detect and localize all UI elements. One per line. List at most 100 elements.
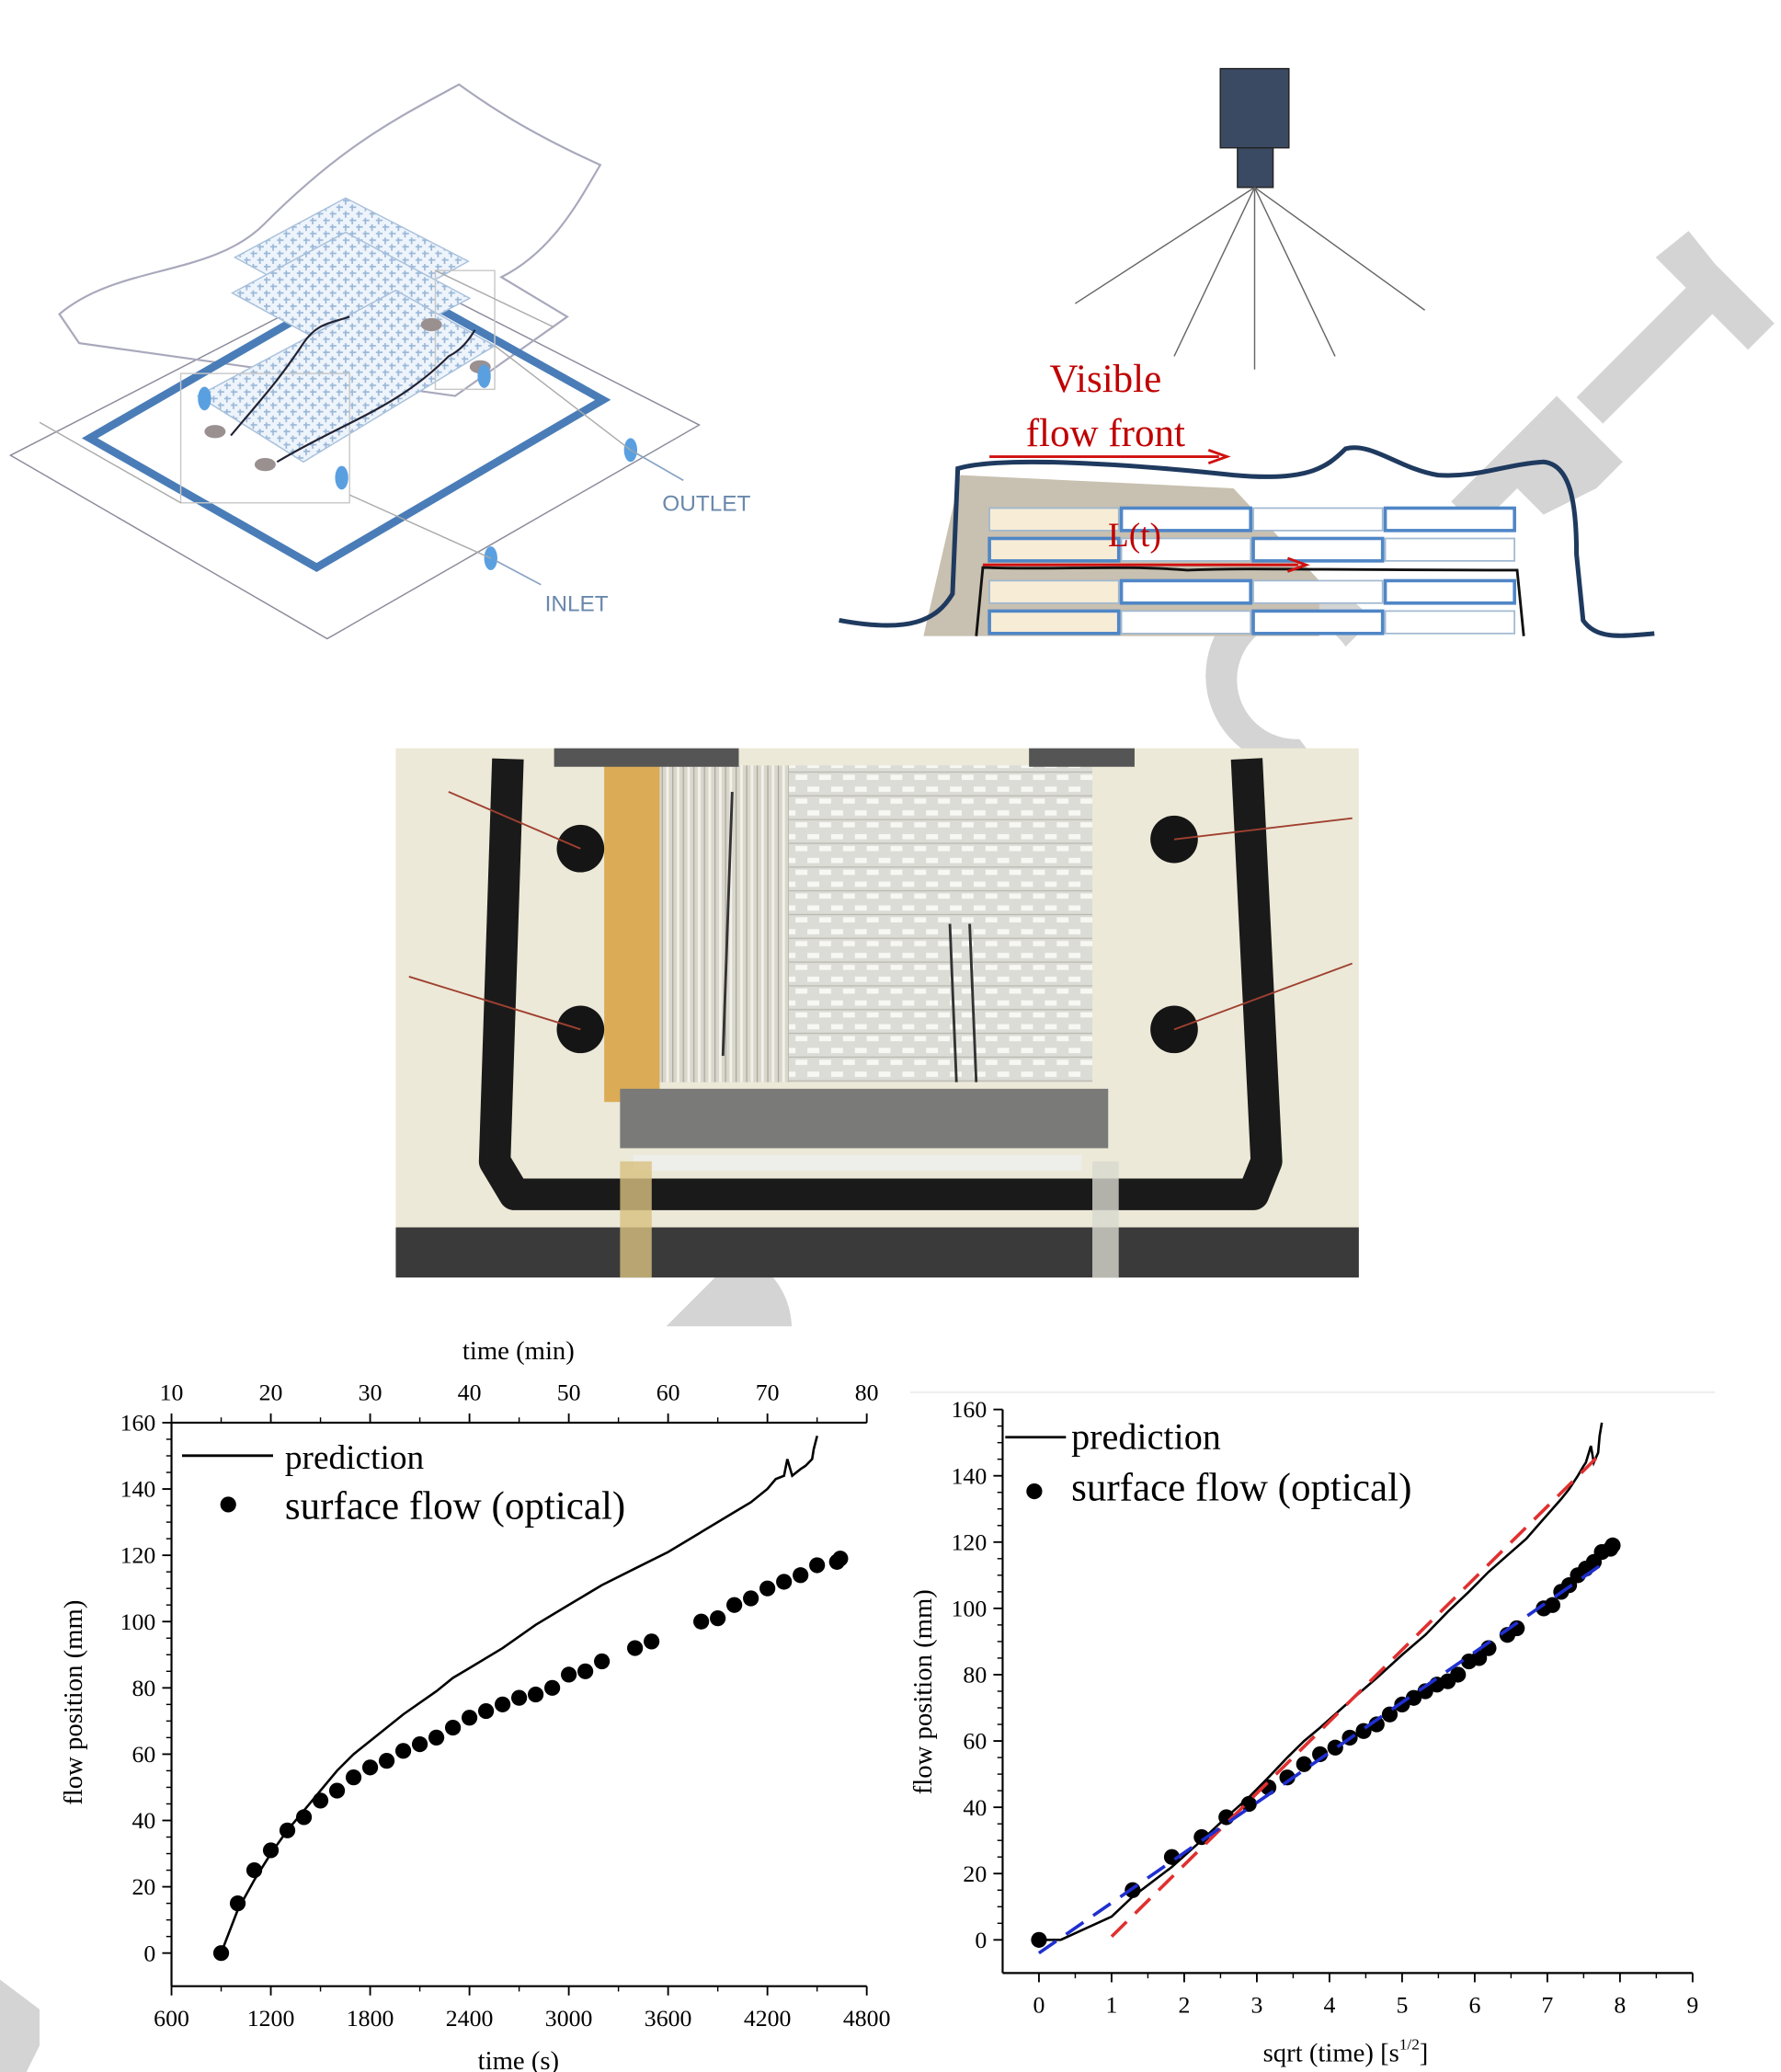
data-point-surface-flow-optical [793,1567,809,1584]
y-tick-label: 160 [952,1396,988,1423]
data-point-surface-flow-optical [1381,1706,1399,1723]
legend-marker-surface-flow [220,1496,236,1513]
y-tick-label: 40 [963,1794,987,1821]
y-tick-label: 80 [131,1675,155,1701]
chart-flow-vs-sqrt-time: sqrt (time) [s1/2] flow position (mm) pr… [908,1396,1698,2067]
data-point-surface-flow-optical [543,1679,561,1696]
y-tick-label: 140 [120,1476,156,1503]
data-point-surface-flow-optical [1163,1849,1181,1865]
x-tick-label: 2400 [446,2005,494,2032]
fabric-layer [988,507,1120,532]
x2-tick-label: 60 [656,1379,680,1406]
fabric-layer [1251,609,1385,635]
y-axis-title: flow position (mm) [59,1600,88,1805]
data-point-surface-flow-optical [594,1653,611,1670]
inner-flow-line [975,566,1525,636]
y-tick-label: 40 [131,1807,155,1834]
x2-tick-label: 80 [855,1379,879,1406]
data-point-surface-flow-optical [1368,1716,1385,1733]
data-point-surface-flow-optical [262,1842,280,1859]
x-tick-label: 2 [1178,1991,1190,2018]
x-tick-label: 9 [1686,1991,1698,2018]
data-point-surface-flow-optical [1279,1769,1296,1786]
data-point-surface-flow-optical [1296,1756,1312,1772]
resin-inlet-channel [604,759,660,1103]
x-tick-label: 5 [1396,1991,1408,2018]
data-point-surface-flow-optical [510,1689,528,1706]
data-point-surface-flow-optical [832,1551,849,1567]
port-icon [477,364,491,388]
gray-tape [620,1088,1109,1149]
fabric-layer [1384,537,1516,562]
x2-axis-title: time (min) [462,1336,575,1366]
sensor-icon [204,425,226,439]
fabric-layer [988,609,1121,635]
data-point-surface-flow-optical [1031,1931,1047,1948]
series-line-fit-prediction [1110,1451,1604,1939]
fabric-mesh-left [659,765,792,1082]
tube-line [39,269,632,559]
inlet-label: INLET [545,591,609,616]
port-icon [484,546,497,570]
data-point-surface-flow-optical [759,1580,776,1597]
fabric-layer [1120,610,1252,635]
legend-label-prediction: prediction [1071,1416,1221,1458]
x-axis-title: sqrt (time) [s1/2] [1263,2036,1429,2068]
lt-arrow [982,556,1310,573]
data-point-surface-flow-optical [461,1710,478,1726]
x-tick-label: 0 [1033,1991,1045,2018]
fabric-layer [1251,536,1385,563]
x-tick-label: 1200 [247,2005,295,2032]
legend-label-surface-flow: surface flow (optical) [285,1485,625,1528]
camera-lens-icon [1237,147,1274,189]
data-point-surface-flow-optical [328,1782,346,1799]
legend-label-prediction: prediction [285,1439,425,1477]
data-point-surface-flow-optical [561,1666,577,1683]
sealant-tape [478,758,1283,1210]
data-point-surface-flow-optical [312,1792,329,1809]
lt-label: L(t) [1108,517,1161,555]
data-point-surface-flow-optical [229,1895,246,1912]
vacuum-bag [58,83,602,397]
data-point-surface-flow-optical [1405,1689,1422,1706]
y-tick-label: 100 [120,1608,156,1635]
series-line-prediction [220,1435,818,1954]
camera-diagram: Visible flow front L(t) [839,67,1655,638]
preform-layers [988,506,1516,635]
pressure-sensor-icon [556,1005,605,1054]
camera-icon [1219,67,1290,149]
x-tick-label: 4 [1323,1991,1335,2018]
data-point-surface-flow-optical [212,1945,230,1962]
data-point-surface-flow-optical [345,1769,362,1786]
data-point-surface-flow-optical [527,1686,544,1703]
camera-view-lines [1074,187,1426,370]
fabric-layer [988,536,1121,563]
data-point-surface-flow-optical [1327,1739,1343,1756]
fabric-layer [1119,578,1252,605]
x2-tick-label: 20 [259,1379,283,1406]
data-point-surface-flow-optical [444,1719,462,1736]
y-tick-label: 0 [143,1940,155,1966]
x-tick-label: 1800 [347,2005,394,2032]
inlet-arrow [496,560,542,586]
chart-flow-vs-time: time (min) time (s) flow position (mm) p… [59,1336,891,2072]
watermark-letter-t [1576,231,1775,424]
visible-flow-arrow [989,448,1231,465]
x-tick-label: 3600 [645,2005,692,2032]
pressure-sensor-icon [556,824,605,873]
x2-tick-label: 30 [359,1379,382,1406]
data-point-surface-flow-optical [1450,1666,1467,1683]
y-tick-label: 20 [131,1873,155,1900]
data-point-surface-flow-optical [627,1640,644,1656]
data-point-surface-flow-optical [477,1702,495,1720]
y-tick-label: 120 [952,1528,988,1555]
data-point-surface-flow-optical [693,1613,710,1630]
x-tick-label: 6 [1468,1991,1480,2018]
y-tick-label: 80 [963,1662,987,1689]
x-axis-title-sup: 1/2 [1399,2036,1420,2054]
data-point-surface-flow-optical [1193,1828,1210,1846]
data-point-surface-flow-optical [1471,1650,1488,1666]
data-point-surface-flow-optical [776,1574,793,1590]
port-icon [198,386,211,411]
series-line-fit-surface-flow [1037,1560,1607,1955]
